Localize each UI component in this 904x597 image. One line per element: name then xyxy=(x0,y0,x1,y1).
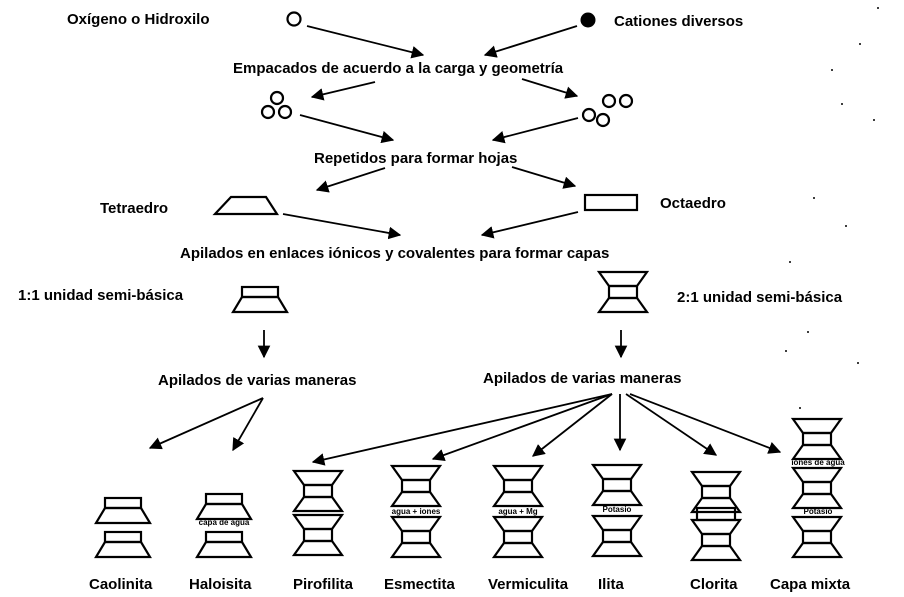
haloisita-interlayer-label: capa de agua xyxy=(199,518,250,527)
label-packed: Empacados de acuerdo a la carga y geomet… xyxy=(233,60,564,77)
unit-21-icon xyxy=(597,270,649,314)
label-oxygen: Oxígeno o Hidroxilo xyxy=(67,11,210,28)
label-unit-21: 2:1 unidad semi-básica xyxy=(677,289,843,306)
label-octa: Octaedro xyxy=(660,195,726,212)
mineral-label-vermiculita: Vermiculita xyxy=(488,576,569,593)
arrow-to-haloisita xyxy=(232,397,264,452)
atom-cluster-right-icon xyxy=(581,93,634,128)
label-unit-11: 1:1 unidad semi-básica xyxy=(18,287,184,304)
arrow-to-esmectita xyxy=(431,393,613,462)
vermiculita-interlayer-label: agua + Mg xyxy=(498,507,537,516)
arrow-octa-to-stacked xyxy=(480,211,579,239)
label-repeated: Repetidos para formar hojas xyxy=(314,150,517,167)
mineral-label-pirofilita: Pirofilita xyxy=(293,576,354,593)
atom-cluster-left-icon xyxy=(260,90,293,120)
label-tetra: Tetraedro xyxy=(100,200,168,217)
mineral-label-capa-mixta: Capa mixta xyxy=(770,576,851,593)
arrow-repeated-right xyxy=(511,166,577,189)
label-stacked-right: Apilados de varias maneras xyxy=(483,370,681,387)
capa-mixta-stack-icon xyxy=(791,417,843,559)
arrow-oxygen-to-packed xyxy=(306,25,425,59)
mineral-label-caolinita: Caolinita xyxy=(89,576,153,593)
arrow-to-vermiculita xyxy=(532,393,613,457)
arrow-to-clorita xyxy=(625,393,718,456)
arrow-to-caolinita xyxy=(148,397,264,450)
label-stacked-bonds: Apilados en enlaces iónicos y covalentes… xyxy=(180,245,609,262)
unit-11-icon xyxy=(231,285,289,314)
arrow-repeated-left xyxy=(315,167,386,193)
cation-circle-icon xyxy=(580,12,596,28)
mineral-label-haloisita: Haloisita xyxy=(189,576,252,593)
mineral-label-ilita: Ilita xyxy=(598,576,624,593)
capa-mixta-interlayer-top-label: iones de agua xyxy=(791,458,845,467)
tetrahedron-sheet-icon xyxy=(212,195,280,216)
arrow-to-capa-mixta xyxy=(629,393,782,454)
scan-noise xyxy=(785,7,879,409)
mineral-label-clorita: Clorita xyxy=(690,576,738,593)
esmectita-interlayer-label: agua + iones xyxy=(392,507,441,516)
octahedron-sheet-icon xyxy=(583,193,639,212)
mineral-label-esmectita: Esmectita xyxy=(384,576,456,593)
capa-mixta-interlayer-bottom-label: Potasio xyxy=(804,507,833,516)
clorita-stack-icon xyxy=(690,470,742,562)
label-cations: Cationes diversos xyxy=(614,13,743,30)
caolinita-stack-icon xyxy=(94,496,152,559)
arrow-packed-left xyxy=(310,81,376,101)
pirofilita-stack-icon xyxy=(292,469,344,557)
arrow-packed-right xyxy=(521,78,579,99)
arrow-cluster-left-to-repeated xyxy=(299,114,395,144)
ilita-interlayer-label: Potasio xyxy=(603,505,632,514)
label-stacked-left: Apilados de varias maneras xyxy=(158,372,356,389)
oxygen-circle-icon xyxy=(286,11,302,27)
arrow-to-pirofilita xyxy=(311,393,613,466)
arrow-tetra-to-stacked xyxy=(282,213,402,240)
arrow-cluster-right-to-repeated xyxy=(491,117,579,144)
arrow-cations-to-packed xyxy=(483,25,578,58)
